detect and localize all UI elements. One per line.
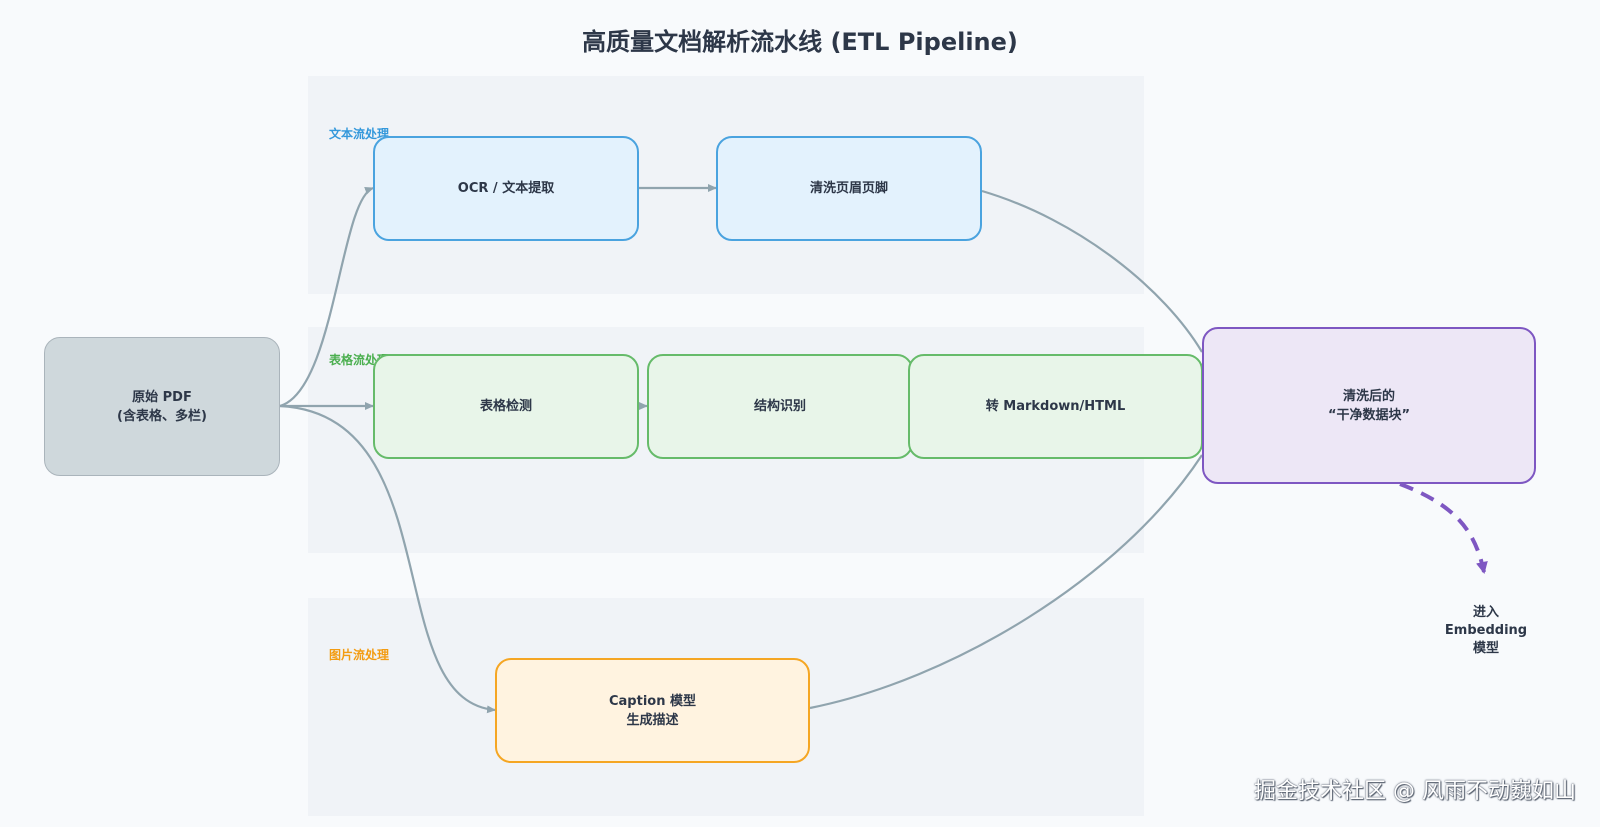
caption-model-node: Caption 模型 生成描述 [495, 658, 810, 763]
clean-data-chunk-title: 清洗后的 [1342, 388, 1395, 404]
clean-header-footer-node: 清洗页眉页脚 [716, 136, 982, 241]
table-detect-label: 表格检测 [479, 399, 532, 414]
structure-recognition-label: 结构识别 [753, 399, 806, 414]
edge-result-embedding [1399, 482, 1488, 574]
image-lane-label: 图片流处理 [329, 648, 390, 662]
clean-header-footer-label: 清洗页眉页脚 [809, 181, 888, 196]
to-markdown-label: 转 Markdown/HTML [985, 399, 1126, 414]
ocr-node: OCR / 文本提取 [373, 136, 639, 241]
edge-pdf-ocr [279, 186, 374, 408]
watermark: 掘金技术社区 @ 风雨不动巍如山 [1254, 779, 1576, 804]
edge-clean-result [981, 189, 1203, 353]
caption-model-subtitle: 生成描述 [626, 712, 679, 728]
raw-pdf-node: 原始 PDF (含表格、多栏) [44, 337, 280, 476]
caption-model-title: Caption 模型 [608, 693, 696, 709]
structure-recognition-node: 结构识别 [647, 354, 913, 459]
embedding-model-label: 进入 Embedding 模型 [1426, 604, 1546, 658]
edge-caption-result [809, 454, 1203, 710]
embedding-line-1: 进入 [1472, 605, 1499, 620]
ocr-label: OCR / 文本提取 [457, 181, 555, 196]
embedding-line-2: Embedding [1444, 623, 1528, 638]
clean-data-chunk-node: 清洗后的 “干净数据块” [1202, 327, 1536, 484]
to-markdown-node: 转 Markdown/HTML [908, 354, 1203, 459]
embedding-line-3: 模型 [1472, 641, 1499, 656]
diagram-title: 高质量文档解析流水线 (ETL Pipeline) [582, 28, 1018, 56]
table-detect-node: 表格检测 [373, 354, 639, 459]
clean-data-chunk-subtitle: “干净数据块” [1327, 407, 1411, 423]
raw-pdf-title: 原始 PDF [132, 389, 192, 405]
text-lane-label: 文本流处理 [329, 127, 390, 141]
edge-pdf-caption [279, 404, 496, 714]
raw-pdf-subtitle: (含表格、多栏) [117, 408, 207, 424]
